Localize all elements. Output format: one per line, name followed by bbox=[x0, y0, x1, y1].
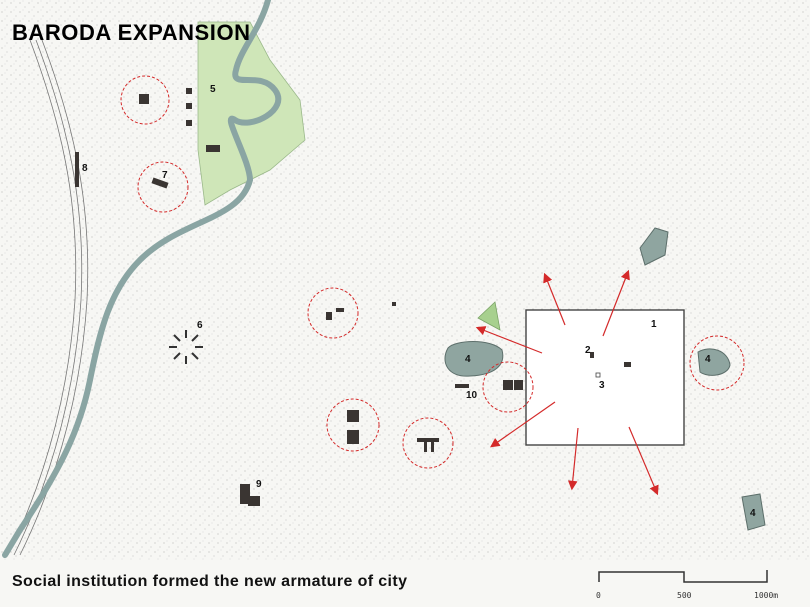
building bbox=[206, 145, 220, 152]
label-5: 5 bbox=[210, 84, 216, 95]
stipple-ground bbox=[0, 0, 810, 560]
label-9: 9 bbox=[256, 479, 262, 490]
radial-structure-6 bbox=[169, 330, 203, 364]
label-2: 2 bbox=[585, 345, 591, 356]
buildings bbox=[75, 88, 631, 506]
building bbox=[139, 94, 149, 104]
green-park-area bbox=[197, 21, 306, 206]
label-8: 8 bbox=[82, 163, 88, 174]
building bbox=[392, 302, 396, 306]
arrow-north-west bbox=[543, 272, 566, 326]
circle-institution-7 bbox=[137, 161, 189, 213]
pond-north-east bbox=[639, 227, 669, 266]
circle-institution bbox=[482, 361, 534, 413]
label-4-south-east: 4 bbox=[750, 508, 756, 519]
arrow-south-east bbox=[628, 426, 659, 496]
building bbox=[514, 380, 523, 390]
circle-institution bbox=[326, 398, 380, 452]
circle-institution bbox=[120, 75, 170, 125]
building bbox=[186, 88, 192, 94]
building bbox=[624, 362, 631, 367]
label-3: 3 bbox=[599, 380, 605, 391]
label-4-east: 4 bbox=[705, 354, 711, 365]
institution-circles bbox=[120, 75, 745, 469]
green-triangle-area bbox=[477, 301, 501, 331]
building-2 bbox=[590, 352, 594, 358]
scale-label-500: 500 bbox=[677, 591, 692, 600]
label-6: 6 bbox=[197, 320, 203, 331]
circle-institution bbox=[402, 417, 454, 469]
map-caption: Social institution formed the new armatu… bbox=[12, 573, 407, 590]
arrow-south bbox=[567, 427, 579, 491]
arrow-north-east bbox=[602, 269, 630, 337]
arrow-west bbox=[475, 326, 543, 354]
label-4-west: 4 bbox=[465, 354, 471, 365]
building-3 bbox=[595, 372, 601, 378]
building-8 bbox=[75, 152, 79, 187]
label-7: 7 bbox=[162, 170, 168, 181]
circle-institution bbox=[689, 335, 745, 391]
pond-east bbox=[697, 348, 731, 376]
pond-west bbox=[444, 341, 504, 377]
building-10 bbox=[455, 384, 469, 388]
pond-south-east bbox=[741, 493, 766, 531]
map-title: BARODA EXPANSION bbox=[12, 20, 250, 45]
scale-label-1000m: 1000m bbox=[754, 591, 778, 600]
building-9 bbox=[240, 484, 250, 504]
building bbox=[336, 308, 344, 312]
scale-label-0: 0 bbox=[596, 591, 601, 600]
expansion-arrows bbox=[475, 269, 659, 496]
building bbox=[503, 380, 513, 390]
circle-institution bbox=[307, 287, 359, 339]
building bbox=[186, 103, 192, 109]
river bbox=[2, 0, 282, 558]
building-7 bbox=[151, 177, 169, 189]
building-9 bbox=[248, 496, 260, 506]
label-1: 1 bbox=[651, 319, 657, 330]
arrow-south-west bbox=[490, 401, 556, 448]
building bbox=[417, 438, 439, 452]
label-10: 10 bbox=[466, 390, 478, 401]
building bbox=[347, 410, 359, 422]
scale-bar: 0 500 1000m bbox=[596, 570, 778, 600]
building bbox=[186, 120, 192, 126]
building bbox=[326, 312, 332, 320]
building bbox=[347, 430, 359, 444]
